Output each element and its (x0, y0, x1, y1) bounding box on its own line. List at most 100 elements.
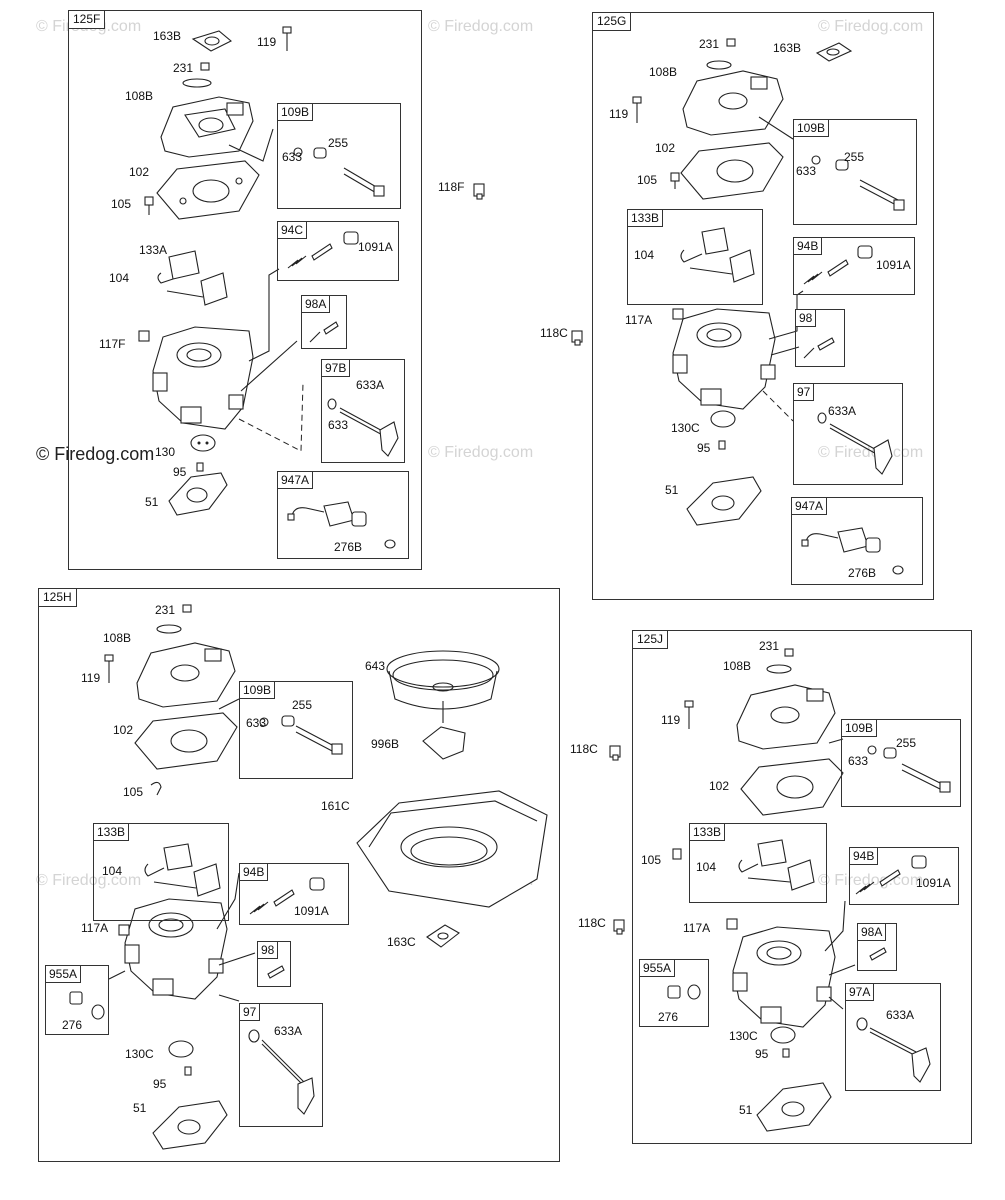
inset-tag: 97A (846, 984, 875, 1001)
part-label-105: 105 (123, 785, 144, 799)
part-label-633: 633 (328, 418, 349, 432)
panel-tag: 125F (69, 11, 106, 29)
part-label-633A: 633A (828, 404, 857, 418)
part-label-231: 231 (155, 603, 176, 617)
part-label-118C: 118C (578, 916, 606, 930)
part-label-51: 51 (739, 1103, 753, 1117)
part-label-118C: 118C (540, 326, 568, 340)
inset-tag: 109B (794, 120, 830, 137)
part-label-255: 255 (844, 150, 865, 164)
part-label-133A: 133A (139, 243, 168, 257)
inset-tag: 98A (858, 924, 887, 941)
carburetor-drawing (138, 26, 304, 516)
carburetor-drawing (632, 38, 853, 526)
inset-tag: 94C (278, 222, 308, 239)
part-label-95: 95 (697, 441, 711, 455)
part-label-163C: 163C (387, 935, 416, 949)
part-label-102: 102 (113, 723, 134, 737)
part-label-276B: 276B (848, 566, 877, 580)
inset-tag: 94B (850, 848, 879, 865)
inset-tag: 97 (240, 1004, 261, 1021)
part-label-255: 255 (896, 736, 917, 750)
panel-tag: 125H (39, 589, 77, 607)
inset-box-94B: 94B 1091A (793, 237, 915, 295)
part-label-255: 255 (292, 698, 313, 712)
part-label-117A: 117A (683, 921, 711, 935)
inset-tag: 97B (322, 360, 351, 377)
part-label-276: 276 (62, 1018, 83, 1032)
fitting-118F-icon (473, 183, 485, 200)
fitting-118C-icon (613, 919, 625, 935)
inset-box-98: 98 (795, 309, 845, 367)
inset-box-133B: 133B 104 (93, 823, 229, 921)
watermark: © Firedog.com (818, 18, 924, 35)
inset-tag: 133B (690, 824, 726, 841)
part-label-108B: 108B (103, 631, 132, 645)
inset-tag: 955A (640, 960, 676, 977)
part-label-996B: 996B (371, 737, 400, 751)
part-label-633A: 633A (274, 1024, 303, 1038)
copyright-watermark: © Firedog.com (36, 444, 155, 464)
part-label-119: 119 (609, 107, 629, 121)
part-label-130: 130 (155, 445, 176, 459)
diagram-panel-125F: 125F (68, 10, 422, 570)
part-label-163B: 163B (153, 29, 182, 43)
inset-box-98A: 98A (301, 295, 347, 349)
inset-tag: 94B (794, 238, 823, 255)
inset-tag: 955A (46, 966, 82, 983)
diagram-panel-125H: 125H (38, 588, 560, 1162)
part-label-130C: 130C (671, 421, 700, 435)
part-label-119: 119 (81, 671, 101, 685)
part-label-633: 633 (246, 716, 267, 730)
part-label-118C: 118C (570, 742, 598, 756)
inset-box-109B: 109B 633 255 (239, 681, 353, 779)
part-label-104: 104 (696, 860, 717, 874)
inset-tag: 109B (842, 720, 878, 737)
part-label-231: 231 (699, 37, 720, 51)
part-label-633: 633 (796, 164, 817, 178)
part-label-104: 104 (634, 248, 655, 262)
inset-box-94C: 94C 1091A (277, 221, 399, 281)
inset-box-97: 97 633A (239, 1003, 323, 1127)
inset-tag: 133B (94, 824, 130, 841)
inset-box-109B: 109B 633 255 (841, 719, 961, 807)
part-label-102: 102 (129, 165, 150, 179)
part-label-118F: 118F (438, 180, 465, 194)
inset-tag: 109B (240, 682, 276, 699)
part-label-255: 255 (328, 136, 349, 150)
part-label-633A: 633A (886, 1008, 915, 1022)
panel-tag: 125G (593, 13, 632, 31)
inset-box-97A: 97A 633A (845, 983, 941, 1091)
inset-box-94B: 94B 1091A (239, 863, 349, 925)
inset-tag: 947A (792, 498, 828, 515)
part-label-95: 95 (173, 465, 187, 479)
part-label-108B: 108B (649, 65, 678, 79)
inset-box-947A: 947A 276B (791, 497, 923, 585)
part-label-51: 51 (665, 483, 679, 497)
part-label-105: 105 (111, 197, 132, 211)
inset-box-955A: 955A 276 (45, 965, 109, 1035)
inset-box-109B: 109B 633 255 (793, 119, 917, 225)
fitting-118C-icon (609, 745, 621, 761)
part-label-633: 633 (848, 754, 869, 768)
inset-tag: 97 (794, 384, 815, 401)
inset-box-109B: 109B 633 255 (277, 103, 401, 209)
carburetor-drawing (672, 648, 856, 1132)
diagram-panel-125J: 125J 231 108B 119 102 105 117A 130C 95 5… (632, 630, 972, 1144)
part-label-276B: 276B (334, 540, 363, 554)
part-label-130C: 130C (729, 1029, 758, 1043)
part-label-130C: 130C (125, 1047, 154, 1061)
part-label-643: 643 (365, 659, 386, 673)
part-label-1091A: 1091A (294, 904, 329, 918)
part-label-119: 119 (257, 35, 277, 49)
part-label-102: 102 (709, 779, 730, 793)
inset-tag: 109B (278, 104, 314, 121)
watermark: © Firedog.com (818, 444, 924, 461)
part-label-117A: 117A (81, 921, 109, 935)
part-label-117A: 117A (625, 313, 653, 327)
part-label-161C: 161C (321, 799, 350, 813)
inset-tag: 133B (628, 210, 664, 227)
part-label-102: 102 (655, 141, 676, 155)
part-label-95: 95 (755, 1047, 769, 1061)
inset-box-97B: 97B 633A 633 (321, 359, 405, 463)
